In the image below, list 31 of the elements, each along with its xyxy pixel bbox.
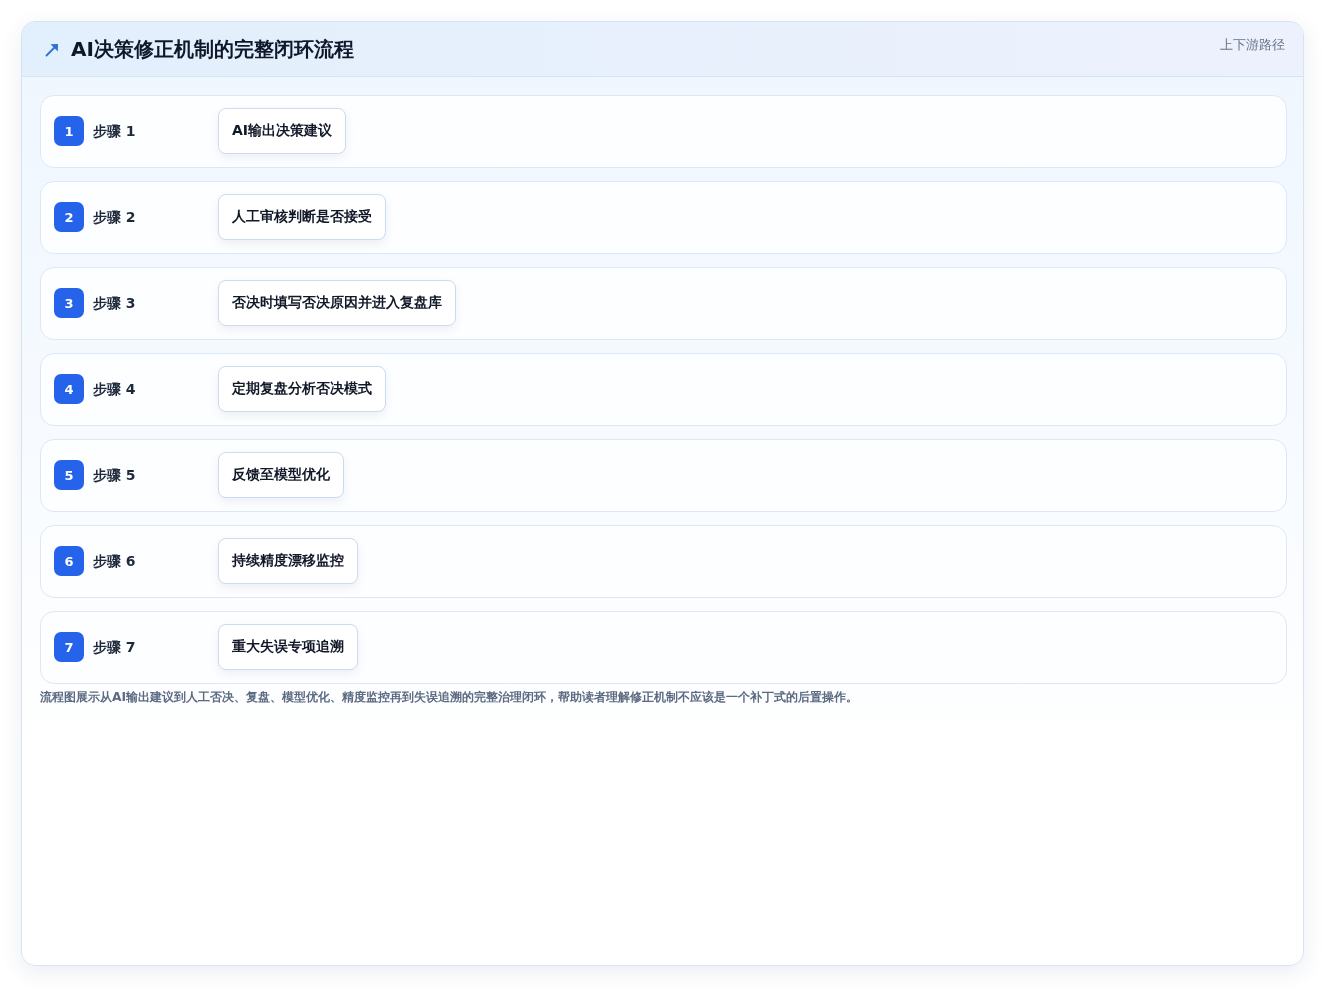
step-card [40,439,1287,512]
step-number: 3 [54,288,84,318]
step-card [40,611,1287,684]
step-label: 步骤 6 [93,552,136,570]
step-card [40,353,1287,426]
process-box: 人工审核判断是否接受 [218,194,386,240]
step-number: 1 [54,116,84,146]
step-card [40,181,1287,254]
step-number: 6 [54,546,84,576]
step-number: 5 [54,460,84,490]
step-label: 步骤 2 [93,208,136,226]
process-box: 定期复盘分析否决模式 [218,366,386,412]
process-box: 反馈至模型优化 [218,452,344,498]
process-box: 否决时填写否决原因并进入复盘库 [218,280,456,326]
step-label: 步骤 1 [93,122,136,140]
caption: 流程图展示从AI输出建议到人工否决、复盘、模型优化、精度监控再到失误追溯的完整治理闭环，帮助读者理解修正机制不应该是一个补丁式的后置操作。 [40,689,859,705]
step-card [40,267,1287,340]
step-label: 步骤 4 [93,380,136,398]
header-tag: 上下游路径 [1220,36,1285,54]
process-box: 持续精度漂移监控 [218,538,358,584]
title: AI决策修正机制的完整闭环流程 [71,36,354,63]
process-box: AI输出决策建议 [218,108,347,154]
step-number: 2 [54,202,84,232]
step-number: 4 [54,374,84,404]
process-box: 重大失误专项追溯 [218,624,358,670]
step-label: 步骤 3 [93,294,136,312]
step-card [40,95,1287,168]
step-card [40,525,1287,598]
step-label: 步骤 7 [93,638,136,656]
step-number: 7 [54,632,84,662]
step-label: 步骤 5 [93,466,136,484]
